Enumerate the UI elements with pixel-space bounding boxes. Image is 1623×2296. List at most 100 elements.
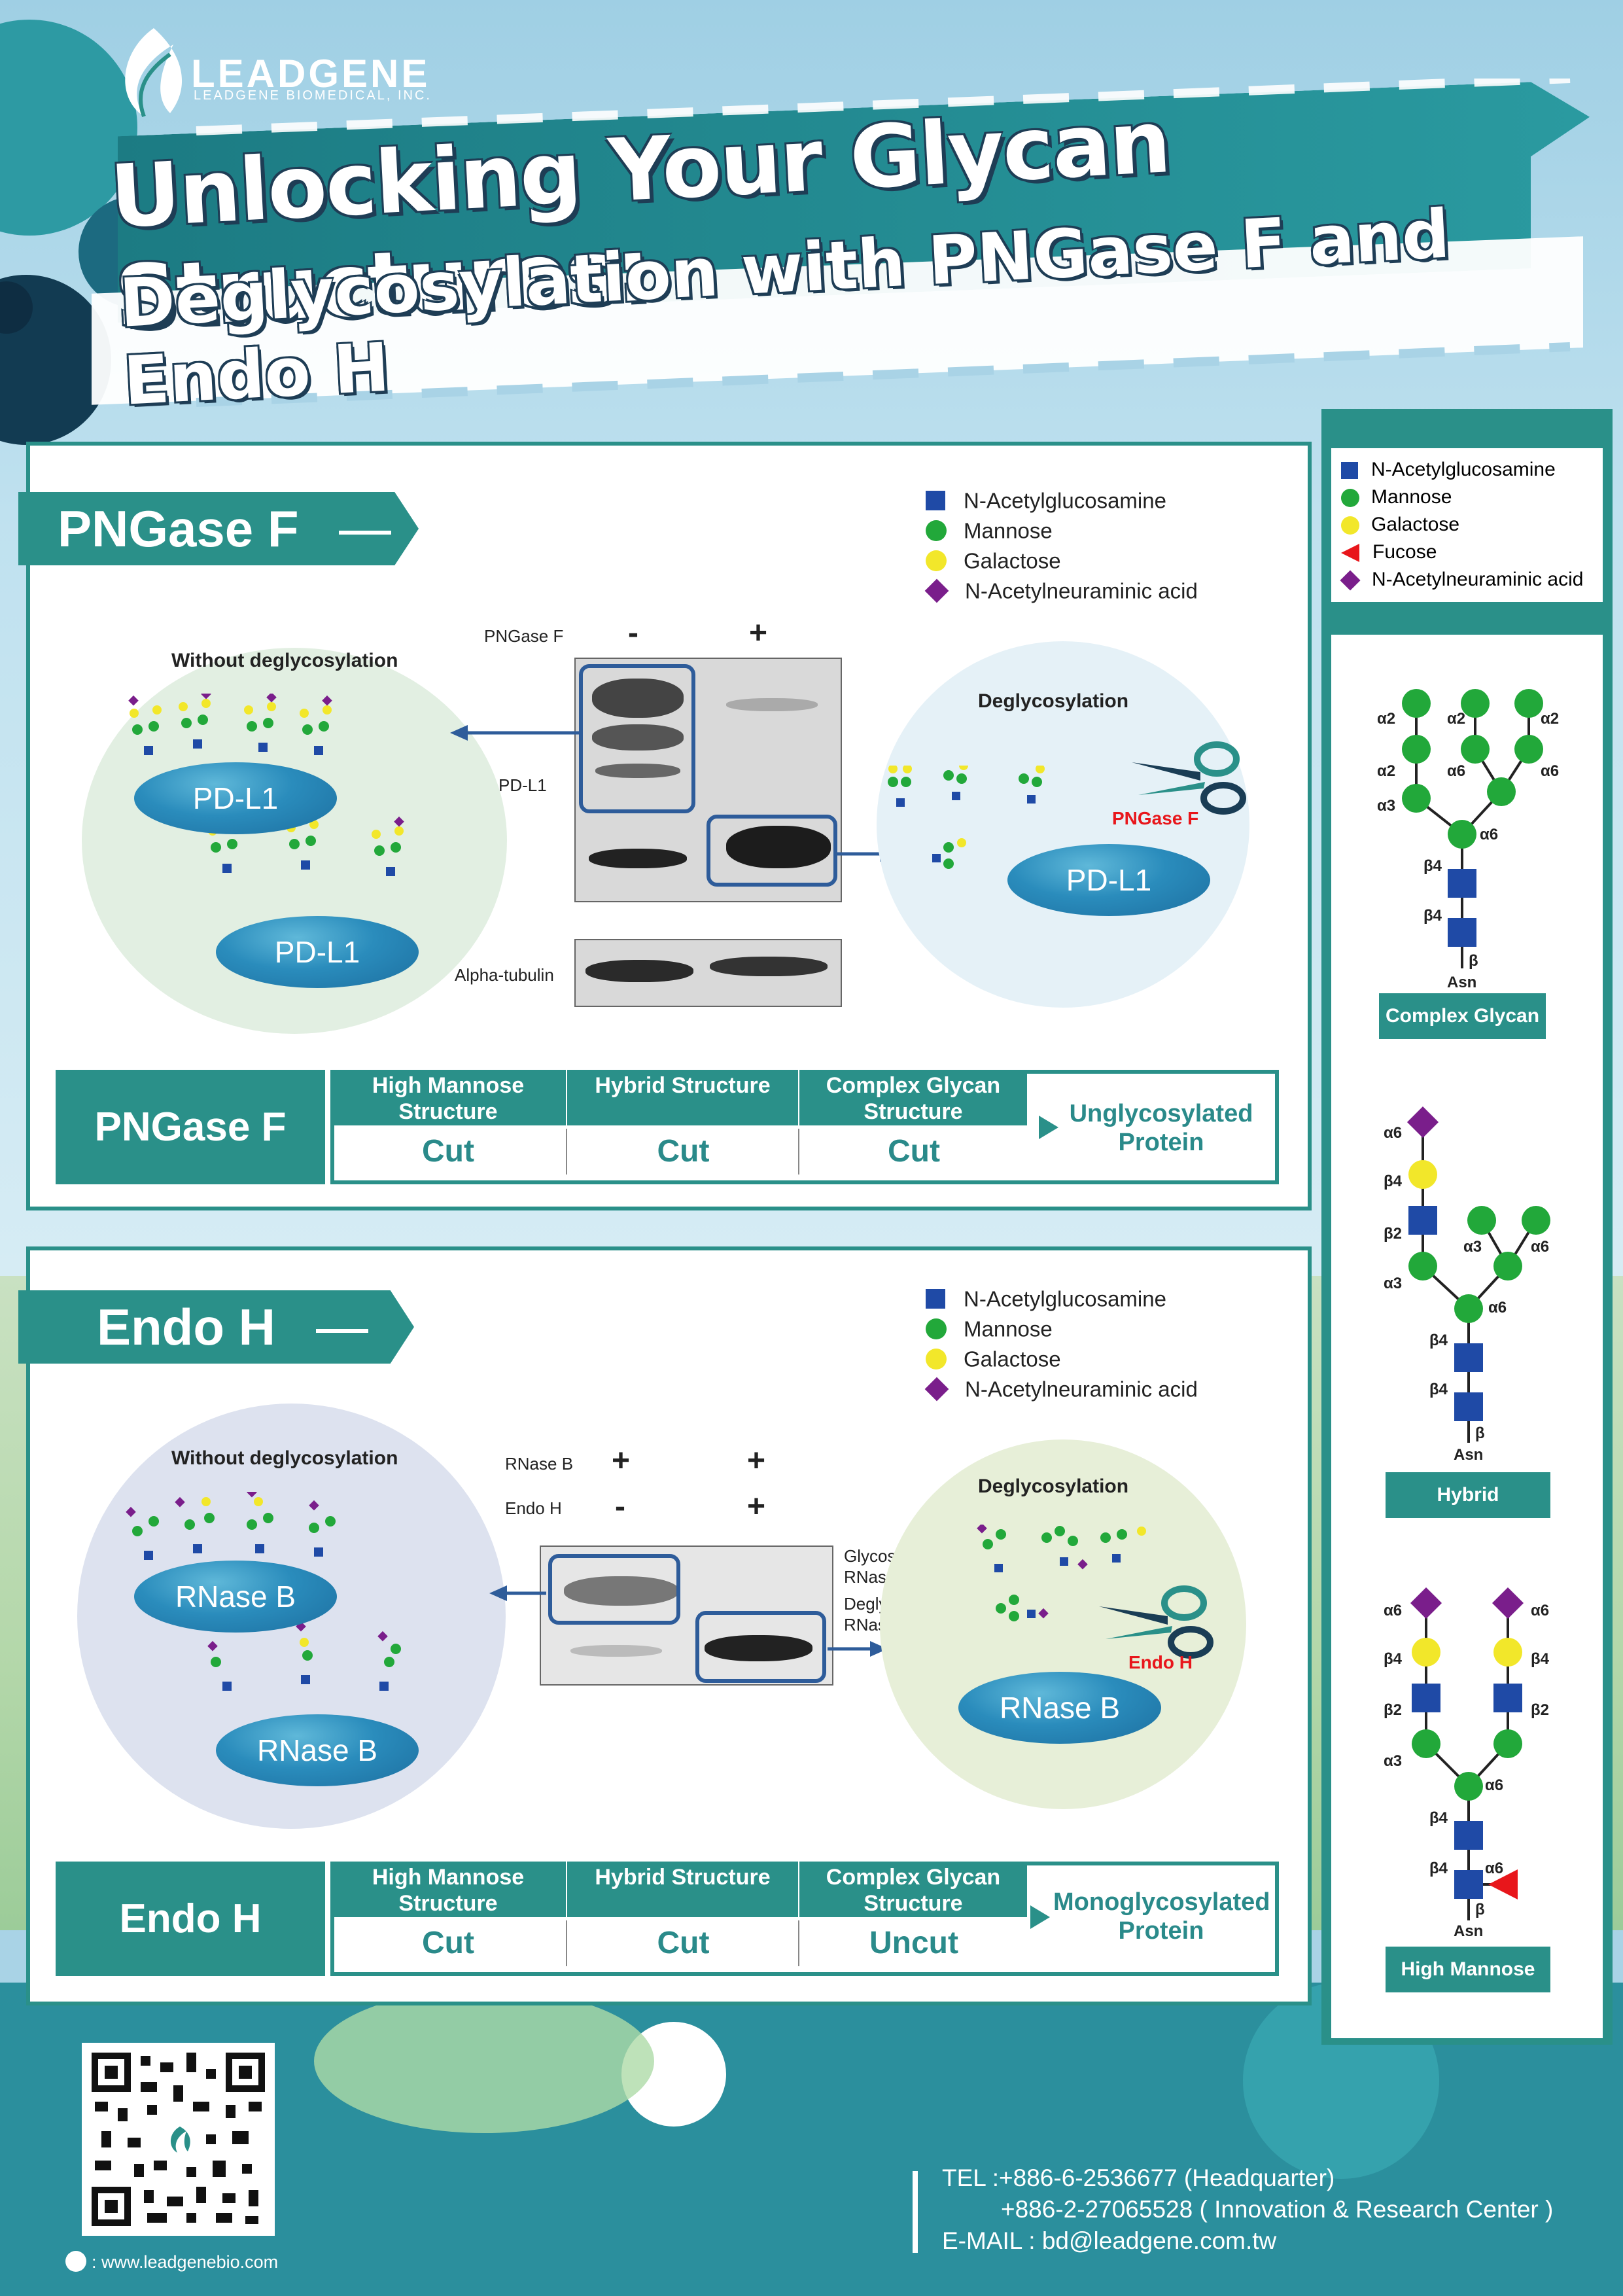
bond-label: β4: [1429, 1381, 1448, 1398]
galactose-circle-icon: [1341, 516, 1359, 535]
bond-label: β4: [1423, 857, 1442, 875]
table-result: Monoglycosylated Protein: [1053, 1888, 1270, 1945]
glcnac-square-icon: [926, 1289, 945, 1309]
endo-table-name: Endo H: [56, 1862, 325, 1976]
mannose-circle-icon: [926, 520, 947, 542]
bond-label: α3: [1384, 1752, 1403, 1770]
legend-item: Mannose: [926, 514, 1198, 544]
rnaseb-protein: RNase B: [134, 1561, 337, 1633]
bond-label: β2: [1384, 1701, 1402, 1719]
highlight-box: [579, 664, 695, 813]
table-cell: Cut: [798, 1129, 1028, 1174]
without-deglyc-label: Without deglycosylation: [171, 650, 398, 671]
table-cell: Cut: [566, 1129, 799, 1174]
table-header: Hybrid Structure: [566, 1862, 798, 1917]
pdl1-protein: PD-L1: [134, 762, 337, 834]
qr-code[interactable]: [82, 2043, 275, 2236]
tel-research-center: +886-2-27065528 ( Innovation & Research …: [1001, 2196, 1554, 2223]
bond-label: β4: [1423, 907, 1442, 925]
legend-item: Mannose: [1341, 484, 1593, 511]
lane-plus: +: [749, 616, 768, 650]
bond-label: β4: [1429, 1809, 1448, 1827]
bond-label: α6: [1384, 1602, 1403, 1619]
brand-name: LEADGENE: [191, 52, 430, 96]
legend-item: Galactose: [1341, 511, 1593, 539]
lane-plus: +: [747, 1443, 766, 1478]
bond-label: α2: [1541, 710, 1560, 728]
table-cell: Cut: [422, 1134, 474, 1169]
legend-item: Galactose: [926, 544, 1198, 574]
deglyc-label: Deglycosylation: [978, 1475, 1129, 1497]
bond-label: α6: [1480, 826, 1499, 843]
pdl1-protein: PD-L1: [1007, 844, 1210, 916]
bond-label: β2: [1384, 1225, 1402, 1243]
legend-item: N-Acetylneuraminic acid: [924, 574, 1198, 605]
glcnac-square-icon: [1341, 462, 1358, 480]
legend-item: Fucose: [1341, 539, 1593, 566]
bond-label: α3: [1384, 1275, 1403, 1292]
hybrid-glycan-diagram: [1406, 1106, 1550, 1443]
bond-label: β4: [1531, 1650, 1549, 1668]
gel-image: [540, 1545, 833, 1686]
bond-label: α2: [1377, 762, 1396, 780]
qr-code-icon: [88, 2049, 268, 2229]
email-link[interactable]: E-MAIL : bd@leadgene.com.tw: [942, 2227, 1277, 2254]
table-cell: Uncut: [798, 1920, 1028, 1966]
endo-tab-label: Endo H: [97, 1298, 275, 1356]
scissors-label: Endo H: [1128, 1652, 1193, 1672]
released-glycans-icon: [977, 1525, 1146, 1621]
highlight-box: [695, 1611, 826, 1683]
pngase-section-tab: PNGase F: [18, 492, 419, 565]
deglyc-bubble: [877, 641, 1249, 1008]
galactose-circle-icon: [926, 1349, 947, 1370]
leaf-logo-icon: [125, 28, 183, 118]
bond-label: α3: [1377, 797, 1396, 815]
deglyc-bubble: [880, 1439, 1246, 1809]
scissors-label: PNGase F: [1112, 808, 1199, 828]
legend-item: N-Acetylglucosamine: [926, 484, 1198, 514]
table-header: Hybrid Structure: [566, 1070, 798, 1125]
mannose-circle-icon: [1341, 489, 1359, 508]
highlight-box: [707, 815, 837, 887]
pngase-table-name: PNGase F: [56, 1070, 325, 1184]
bond-label: β: [1469, 952, 1478, 970]
bond-label: α6: [1485, 1776, 1504, 1794]
bond-label: α6: [1447, 762, 1466, 780]
pdl1-protein: PD-L1: [216, 916, 419, 988]
bond-label: α6: [1531, 1238, 1550, 1256]
bond-label: α6: [1488, 1299, 1507, 1316]
neuac-diamond-icon: [924, 578, 949, 603]
rnaseb-protein: RNase B: [216, 1714, 419, 1786]
legend-item: N-Acetylneuraminic acid: [924, 1373, 1198, 1403]
legend-item: N-Acetylglucosamine: [1341, 456, 1593, 484]
website-link[interactable]: : www.leadgenebio.com: [92, 2252, 279, 2272]
row-label: Endo H: [505, 1498, 562, 1518]
asn-label: Asn: [1454, 1446, 1484, 1464]
fucose-triangle-icon: [1341, 544, 1359, 563]
arrow-left-icon: [489, 1585, 546, 1601]
divider: [913, 2171, 918, 2253]
legend-item: N-Acetylneuraminic acid: [1340, 566, 1593, 593]
glycan-cluster-icon: [126, 1492, 401, 1691]
bond-label: α2: [1377, 710, 1396, 728]
complex-glycan-diagram: [1402, 689, 1543, 968]
endo-legend: N-Acetylglucosamine Mannose Galactose N-…: [924, 1282, 1198, 1403]
bond-label: β2: [1531, 1701, 1549, 1719]
rnaseb-protein: RNase B: [958, 1672, 1161, 1744]
arrow-icon: [315, 1329, 368, 1333]
lane-minus: -: [628, 616, 638, 650]
lane-plus: +: [747, 1489, 766, 1524]
result-arrow-icon: [1030, 1905, 1050, 1929]
bond-label: α6: [1531, 1602, 1550, 1619]
scissors-icon: [1099, 1585, 1213, 1659]
tel-headquarter: TEL :+886-6-2536677 (Headquarter): [942, 2164, 1335, 2191]
neuac-diamond-icon: [1340, 570, 1361, 591]
globe-icon: [65, 2251, 86, 2272]
mannose-circle-icon: [926, 1318, 947, 1340]
pngase-legend: N-Acetylglucosamine Mannose Galactose N-…: [924, 484, 1198, 605]
table-header: High Mannose Structure: [330, 1070, 566, 1125]
bond-label: β: [1475, 1424, 1485, 1442]
loading-control-label: Alpha-tubulin: [455, 965, 554, 985]
legend-item: N-Acetylglucosamine: [926, 1282, 1198, 1313]
highlight-box: [548, 1554, 680, 1625]
